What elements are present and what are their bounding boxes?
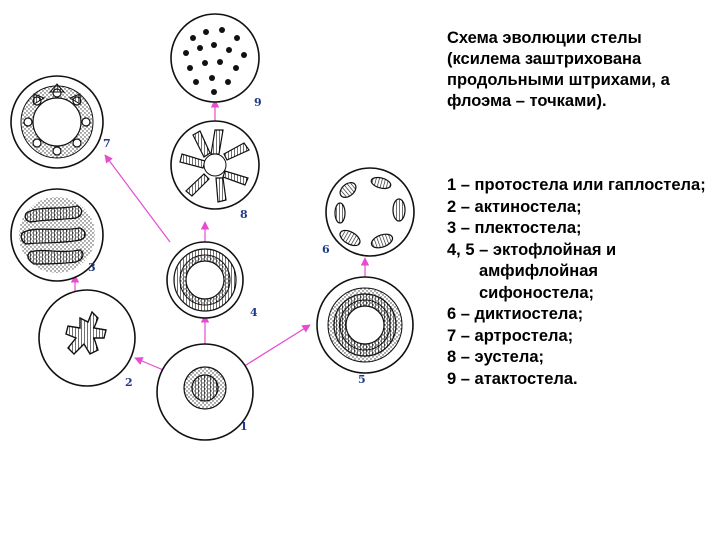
caption-text: Схема эволюции стелы (ксилема заштрихова…: [447, 29, 670, 110]
legend-item: 1 – протостела или гаплостела;: [447, 176, 706, 194]
stele-4-ectophloic-siphonostele: [166, 241, 244, 319]
figure-number-9: 9: [254, 96, 262, 109]
figure-numbers: 1 2 3 4 5 6 7 8 9: [88, 96, 366, 433]
legend-item: 4, 5 – эктофлойная и амфифлойная сифонос…: [447, 240, 617, 302]
legend-item: 3 – плектостела;: [447, 219, 582, 237]
legend-list: 1 – протостела или гаплостела; 2 – актин…: [447, 175, 712, 390]
legend-item: 2 – актиностела;: [447, 197, 582, 216]
figure-number-5: 5: [358, 373, 366, 386]
legend-item: 6 – диктиостела;: [447, 305, 584, 323]
figure-number-4: 4: [250, 306, 258, 319]
figure-number-7: 7: [103, 137, 111, 150]
stele-7-arthrostele: [10, 75, 104, 169]
legend-item: 9 – атактостела.: [447, 369, 578, 388]
arrow-1-to-5: [237, 324, 311, 371]
figure-number-8: 8: [240, 208, 248, 221]
figure-number-3: 3: [88, 261, 96, 274]
stele-3-plectostele: [10, 188, 104, 282]
diagram-caption: Схема эволюции стелы (ксилема заштрихова…: [447, 28, 709, 112]
stele-5-amphiphloic-siphonostele: [316, 276, 414, 374]
stele-1-protostele: [156, 343, 254, 441]
legend-item: 7 – артростела;: [447, 326, 574, 345]
stele-6-dictyostele: [325, 167, 415, 257]
stele-8-eustele: [170, 120, 260, 210]
legend-item: 8 – эустела;: [447, 348, 544, 366]
arrow-4-to-7: [104, 154, 171, 243]
stele-9-atactostele: [170, 13, 260, 103]
figure-number-1: 1: [240, 420, 248, 433]
stele-2-actinostele: [38, 289, 136, 387]
figure-number-6: 6: [322, 243, 330, 256]
figure-number-2: 2: [125, 376, 133, 389]
